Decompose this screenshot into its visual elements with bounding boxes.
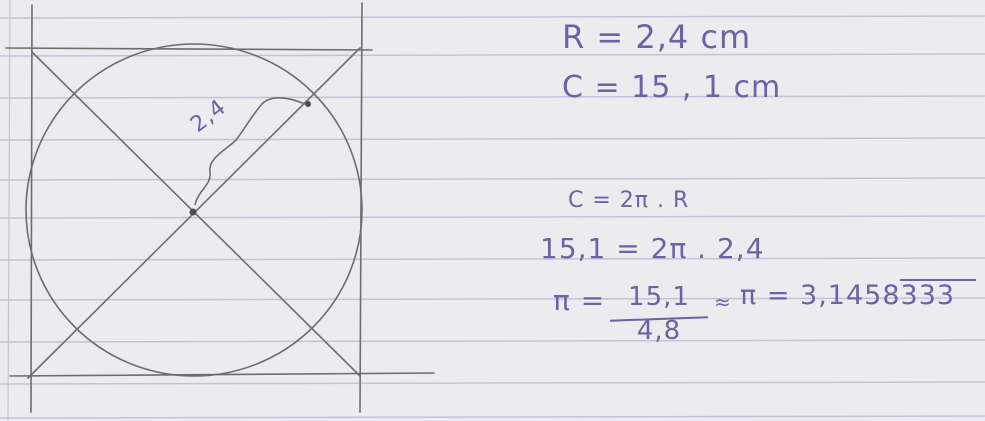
- pi-label: π =: [553, 284, 606, 317]
- circumference-value: C = 15 , 1 cm: [562, 70, 782, 105]
- formula-substitution: 15,1 = 2π . 2,4: [540, 232, 765, 265]
- radius-brace: [194, 97, 306, 206]
- radius-end-point: [305, 101, 311, 107]
- circumference-formula: C = 2π . R: [568, 188, 690, 213]
- square-left-side: [30, 4, 33, 413]
- square-right-side: [359, 2, 363, 413]
- fraction-denominator: 4,8: [636, 316, 682, 346]
- diagonal-tl-br: [31, 51, 361, 377]
- square-top-side: [5, 47, 373, 51]
- fraction-numerator: 15,1: [628, 282, 690, 312]
- center-point: [189, 208, 197, 216]
- repeating-decimal-bar: [900, 279, 976, 281]
- radius-value: R = 2,4 cm: [562, 18, 752, 56]
- inscribed-circle: [25, 43, 363, 377]
- pi-fraction: 15,1 4,8: [612, 282, 706, 346]
- pi-result: π = 3,1458333: [740, 280, 956, 311]
- approx-symbol: ≈: [714, 290, 732, 314]
